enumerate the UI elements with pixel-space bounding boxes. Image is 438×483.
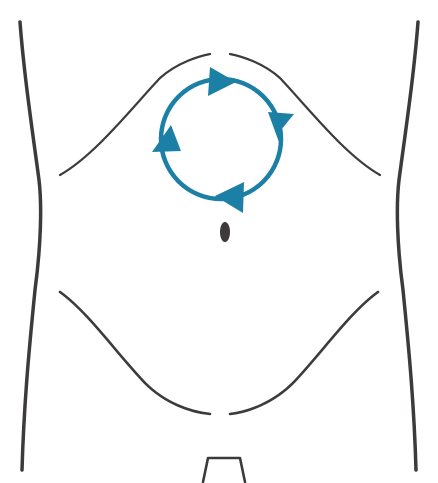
arrowhead-bottom: [215, 182, 244, 213]
right-rib-line: [230, 54, 380, 175]
left-hip-line: [60, 292, 210, 414]
right-body-contour: [397, 22, 418, 470]
left-rib-line: [60, 54, 210, 175]
left-body-contour: [20, 22, 41, 470]
navel-icon: [220, 222, 230, 242]
crotch-mark: [203, 458, 245, 482]
torso-outline-icon: [20, 22, 418, 482]
arrowhead-top: [208, 67, 236, 96]
massage-ring: [161, 79, 281, 199]
circular-arrows-icon: [152, 67, 294, 213]
right-hip-line: [230, 292, 378, 414]
arrowhead-left: [152, 125, 181, 152]
